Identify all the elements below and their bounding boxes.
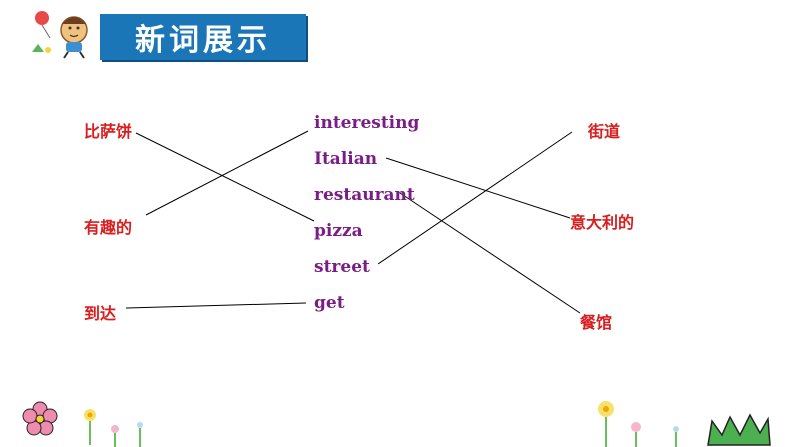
right-word-street: 街道	[588, 122, 621, 141]
line-restaurant	[399, 192, 581, 314]
line-pizza	[135, 132, 315, 222]
small-flower-icon	[137, 422, 143, 447]
kid-with-balloon-illustration	[32, 11, 88, 59]
flower-icon	[22, 401, 58, 436]
small-flower-icon	[673, 426, 679, 447]
middle-word-pizza: pizza	[314, 221, 363, 241]
right-word-restaurant: 餐馆	[580, 313, 613, 332]
middle-word-street: street	[314, 257, 370, 277]
middle-word-restaurant: restaurant	[314, 185, 415, 205]
left-word-pizza: 比萨饼	[84, 122, 133, 141]
flower-border-decoration	[22, 401, 771, 447]
line-get	[125, 302, 307, 309]
small-flower-icon	[598, 401, 614, 447]
left-word-get: 到达	[84, 304, 117, 323]
small-flower-icon	[111, 425, 119, 447]
left-word-interesting: 有趣的	[84, 218, 133, 237]
right-word-italian: 意大利的	[570, 213, 635, 232]
page-title: 新词展示	[100, 14, 306, 60]
small-flower-icon	[84, 409, 96, 445]
grass-icon	[707, 413, 771, 446]
line-street	[377, 131, 573, 265]
line-italian	[385, 157, 571, 219]
line-interesting	[145, 130, 309, 216]
middle-word-get: get	[314, 293, 345, 313]
middle-word-italian: Italian	[314, 149, 378, 169]
middle-word-interesting: interesting	[314, 113, 420, 133]
small-flower-icon	[631, 422, 641, 447]
